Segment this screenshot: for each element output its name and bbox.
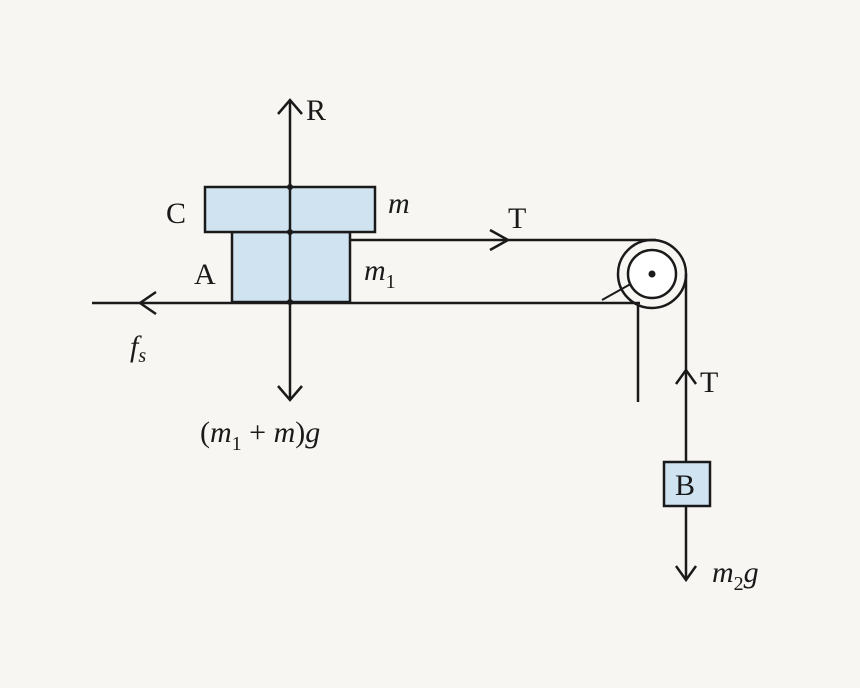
tension-vertical-arrowhead [674,367,698,385]
weight-b-arrowhead [674,565,698,583]
weight-a-arrowhead [277,385,303,402]
weight-a-m: m [274,416,296,449]
friction-arrowhead [137,290,157,316]
friction-label: fs [130,330,146,367]
intersection-dot [287,184,293,190]
weight-a-close: ) [295,416,305,449]
tension-vertical-label: T [700,366,718,399]
weight-a-label: (m1 + m)g [200,416,320,455]
friction-subscript: s [138,345,146,367]
weight-b-subscript: 2 [734,573,744,595]
block-b [662,460,712,508]
weight-b-g: g [744,556,759,589]
tension-horizontal-arrowhead [489,228,511,252]
normal-force-label: R [306,94,326,127]
weight-a-plus: + [242,416,274,449]
weight-a-m1: m [210,416,232,449]
weight-b-label: m2g [712,556,759,595]
weight-a-g: g [305,416,320,449]
block-a-label: A [194,258,216,291]
block-c-label: C [166,197,186,230]
intersection-dot [287,299,293,305]
pulley-axle [648,270,656,278]
normal-force-arrowhead [277,98,303,115]
mass-a-subscript: 1 [386,271,396,293]
block-b-label: B [675,469,695,502]
mass-c-label: m [388,187,410,220]
mass-a-base: m [364,254,386,287]
tension-horizontal-label: T [508,202,526,235]
weight-a-open: ( [200,416,210,449]
weight-a-subscript: 1 [232,433,242,455]
intersection-dot [287,229,293,235]
weight-b-base: m [712,556,734,589]
mass-a-label: m1 [364,254,396,293]
